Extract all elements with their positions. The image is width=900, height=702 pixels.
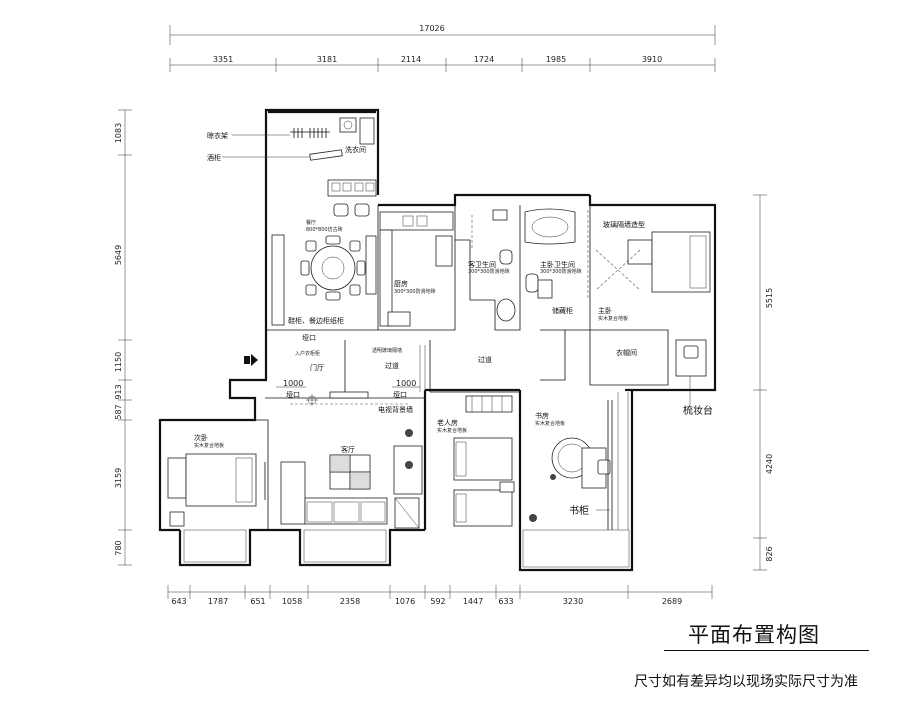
door-width-2: 1000	[396, 379, 416, 388]
bottom-dim-9: 633	[498, 597, 513, 606]
entry-cabinet-label: 入户衣柜柜	[295, 350, 320, 357]
dresser-label: 梳妆台	[683, 404, 713, 417]
balcony-rails	[183, 392, 630, 568]
tv-wall-label: 电视背景墙	[378, 405, 413, 414]
guest-bath-sub-label: 300*300防滑地砖	[468, 268, 510, 275]
left-dim-3: 1150	[114, 352, 123, 372]
shoe-cabinet-label: 鞋柜、餐边柜纸柜	[288, 316, 344, 325]
top-segment-dims: 3351 3181 2114 1724 1985 3910	[213, 55, 662, 64]
master-bath-label: 主卧卫生间	[540, 260, 575, 269]
plant-icon	[405, 429, 413, 469]
kitchen-label: 厨房	[394, 279, 408, 288]
bottom-dim-8: 1447	[463, 597, 483, 606]
guest-bath-fixtures	[471, 209, 516, 322]
left-dim-7: 780	[114, 540, 123, 555]
title-underline	[664, 650, 869, 651]
closet-label: 衣帽间	[616, 348, 637, 357]
study-sub-label: 实木复合地板	[535, 420, 565, 427]
exterior-walls	[158, 108, 717, 572]
master-bed-furniture	[595, 231, 711, 293]
second-bed-label: 次卧	[194, 433, 208, 442]
second-bed-sub-label: 实木复合地板	[194, 442, 224, 449]
study-label: 书房	[535, 411, 549, 420]
entrance-arrow-icon	[244, 354, 258, 366]
glass-partition-label: 玻璃隔墙造型	[603, 220, 645, 229]
bottom-dim-3: 651	[250, 597, 265, 606]
plan-note: 尺寸如有差异均以现场实际尺寸为准	[634, 674, 858, 690]
left-segment-dims: 1083 5649 1150 913 587 3159 780	[114, 123, 123, 556]
laundry-label: 洗衣间	[345, 145, 366, 154]
second-bed-furniture	[167, 453, 266, 527]
guest-bath-label: 客卫生间	[468, 260, 496, 269]
laundry-furniture	[290, 117, 375, 161]
kitchen-sub-label: 300*300防滑地砖	[394, 288, 436, 295]
top-dim-1: 3351	[213, 55, 233, 64]
corridor-2-label: 过道	[478, 355, 492, 364]
right-dim-3: 826	[765, 546, 774, 561]
door-label-3: 垭口	[393, 391, 407, 399]
corridor-1-label: 过道	[385, 361, 399, 370]
bottom-dim-6: 1076	[395, 597, 415, 606]
left-dim-4: 913	[114, 384, 123, 399]
bottom-dim-2: 1787	[208, 597, 228, 606]
top-total-dim: 17026	[419, 24, 444, 33]
bottom-dimension-lines	[167, 585, 713, 599]
dining-label: 餐厅	[306, 219, 316, 226]
left-dim-5: 587	[114, 404, 123, 419]
door-label-1: 垭口	[302, 334, 316, 342]
bottom-segment-dims: 643 1787 651 1058 2358 1076 592 1447 633…	[171, 597, 682, 606]
plant-icon	[529, 474, 556, 522]
living-label: 客厅	[341, 445, 355, 454]
drying-rack-icon	[290, 128, 330, 138]
top-dimension-lines	[169, 25, 716, 72]
elder-room-sub-label: 实木复合地板	[437, 427, 467, 434]
bookcase-label: 书柜	[569, 504, 589, 517]
left-dim-6: 3159	[114, 468, 123, 488]
right-dimension-lines	[753, 194, 767, 571]
storage-label: 储藏柜	[552, 306, 573, 315]
top-dim-2: 3181	[317, 55, 337, 64]
master-bed-sub-label: 实木复合地板	[598, 315, 628, 322]
door-width-1: 1000	[283, 379, 303, 388]
dining-sub-label: 800*800仿古砖	[306, 226, 343, 233]
door-label-2: 垭口	[286, 391, 300, 399]
bottom-dim-11: 2689	[662, 597, 682, 606]
top-dim-6: 3910	[642, 55, 662, 64]
bottom-dim-5: 2358	[340, 597, 360, 606]
master-bath-fixtures	[524, 208, 589, 300]
bottom-dim-4: 1058	[282, 597, 302, 606]
dining-table	[300, 235, 366, 301]
left-dimension-lines	[118, 109, 132, 566]
living-furniture	[280, 429, 423, 529]
top-dim-5: 1985	[546, 55, 566, 64]
wine-cabinet-label: 酒柜	[207, 153, 221, 162]
left-dim-1: 1083	[114, 123, 123, 143]
master-bath-sub-label: 300*300防滑地砖	[540, 268, 582, 275]
dining-furniture	[271, 179, 377, 326]
foyer-label: 门厅	[310, 363, 324, 372]
right-segment-dims: 5515 4240 826	[765, 288, 774, 562]
top-dim-4: 1724	[474, 55, 494, 64]
dresser	[675, 339, 707, 405]
top-dim-3: 2114	[401, 55, 421, 64]
bottom-dim-7: 592	[430, 597, 445, 606]
elder-room-label: 老人房	[437, 418, 458, 427]
bottom-dim-1: 643	[171, 597, 186, 606]
bottom-dim-10: 3230	[563, 597, 583, 606]
elder-room-furniture	[453, 395, 515, 527]
left-dim-2: 5649	[114, 245, 123, 265]
right-dim-2: 4240	[765, 454, 774, 474]
right-dim-1: 5515	[765, 288, 774, 308]
study-furniture	[529, 400, 613, 530]
glass-sliding-label: 透明玻璃隔墙	[372, 347, 402, 354]
drying-rack-label: 晾衣架	[207, 131, 228, 140]
plan-title: 平面布置构图	[688, 623, 820, 647]
kitchen-furniture	[379, 211, 454, 327]
master-bed-label: 主卧	[598, 306, 612, 315]
